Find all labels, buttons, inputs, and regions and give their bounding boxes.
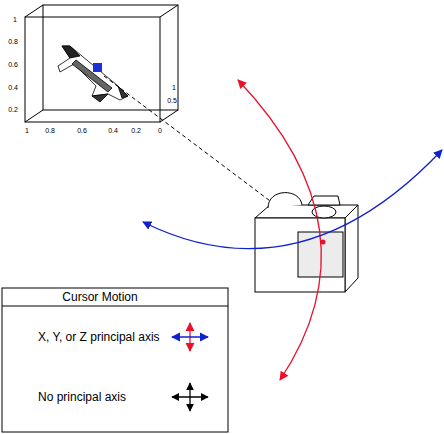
- legend-title: Cursor Motion: [62, 291, 137, 303]
- horizontal-arc: [143, 150, 442, 249]
- axis-tick: 0.6: [8, 61, 18, 68]
- axis-tick: 1: [172, 84, 176, 91]
- axis-tick: 0.4: [108, 127, 118, 134]
- axis-tick: 0.5: [167, 97, 177, 104]
- axis-tick: 0.2: [131, 127, 141, 134]
- axis-tick: 1: [13, 16, 17, 23]
- axis-tick: 0.4: [8, 84, 18, 91]
- axis-tick: 0.6: [77, 127, 87, 134]
- legend-entry: X, Y, or Z principal axis: [38, 331, 160, 343]
- axis-tick: 0.2: [8, 106, 18, 113]
- vertical-arc: [238, 80, 321, 380]
- principal-axis-cross: [172, 323, 208, 351]
- legend-entry: No principal axis: [38, 391, 126, 403]
- axis-tick: 1: [25, 127, 29, 134]
- axes-box: [25, 5, 178, 122]
- axis-tick: 0.8: [8, 38, 18, 45]
- free-motion-cross: [172, 383, 208, 411]
- camera: [255, 193, 358, 292]
- shuttle: [58, 46, 128, 102]
- axis-tick: 0.8: [45, 127, 55, 134]
- pivot-dot: [321, 240, 326, 245]
- axis-tick: 0: [158, 127, 162, 134]
- legend-box: [2, 288, 228, 432]
